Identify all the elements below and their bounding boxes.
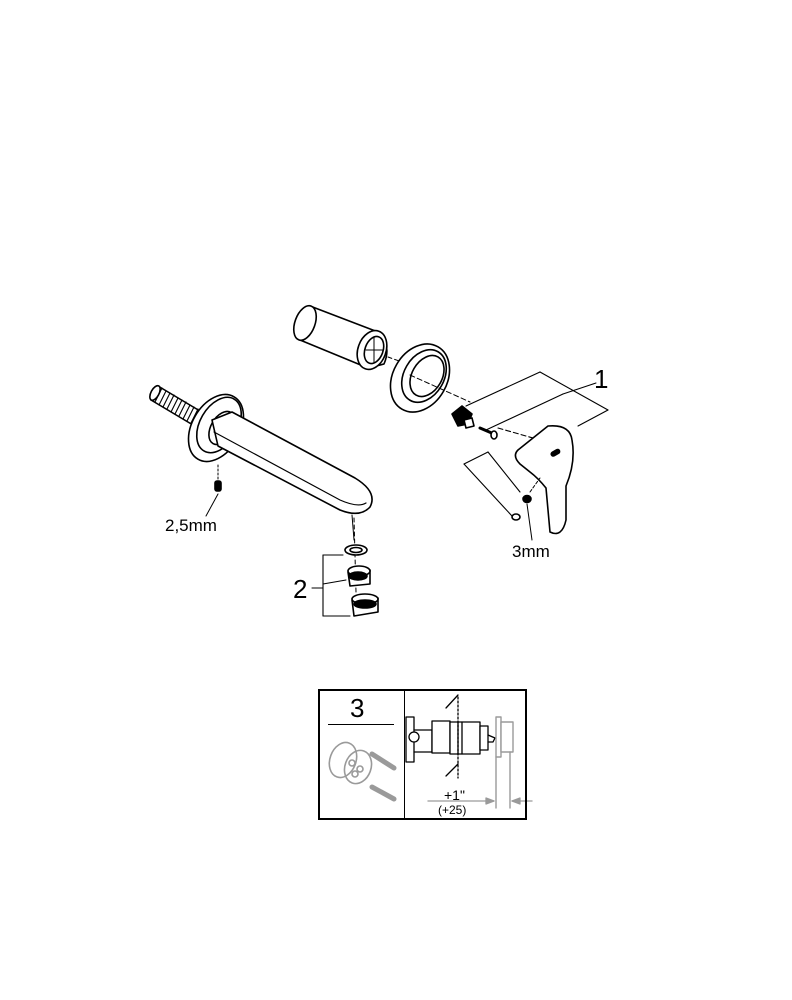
extension-dimension-mm: (+25) bbox=[438, 803, 467, 817]
inset-dimension-arrows bbox=[427, 797, 533, 805]
spout-tool-size-label: 2,5mm bbox=[165, 516, 217, 535]
handle-tool-size-label: 3mm bbox=[512, 542, 550, 561]
callout-3-label: 3 bbox=[350, 693, 365, 723]
lever-handle bbox=[514, 424, 574, 535]
inset-number-underline bbox=[328, 724, 394, 725]
inset-rosette-grey bbox=[495, 716, 514, 809]
spout bbox=[211, 411, 373, 541]
extension-dimension-inch: +1" bbox=[444, 787, 465, 803]
inset-extension-set-panel: 3 +1" (+25) bbox=[318, 689, 527, 820]
inset-extension-part bbox=[328, 741, 397, 802]
callout-1-bracket bbox=[463, 371, 609, 517]
cartridge-adapter bbox=[451, 405, 475, 429]
handle-screw bbox=[478, 426, 498, 440]
inset-divider bbox=[404, 691, 405, 818]
callout-1-label: 1 bbox=[594, 364, 609, 394]
handle-rosette bbox=[389, 343, 471, 413]
spout-grub-screw bbox=[205, 464, 222, 517]
callout-1-leader bbox=[592, 382, 597, 385]
handle-grub-screws bbox=[511, 477, 541, 541]
aerator-set bbox=[344, 517, 379, 617]
extension-sleeve bbox=[292, 304, 403, 371]
callout-2-label: 2 bbox=[293, 574, 308, 604]
inset-cartridge-section bbox=[405, 694, 496, 779]
callout-2-bracket bbox=[311, 554, 351, 617]
